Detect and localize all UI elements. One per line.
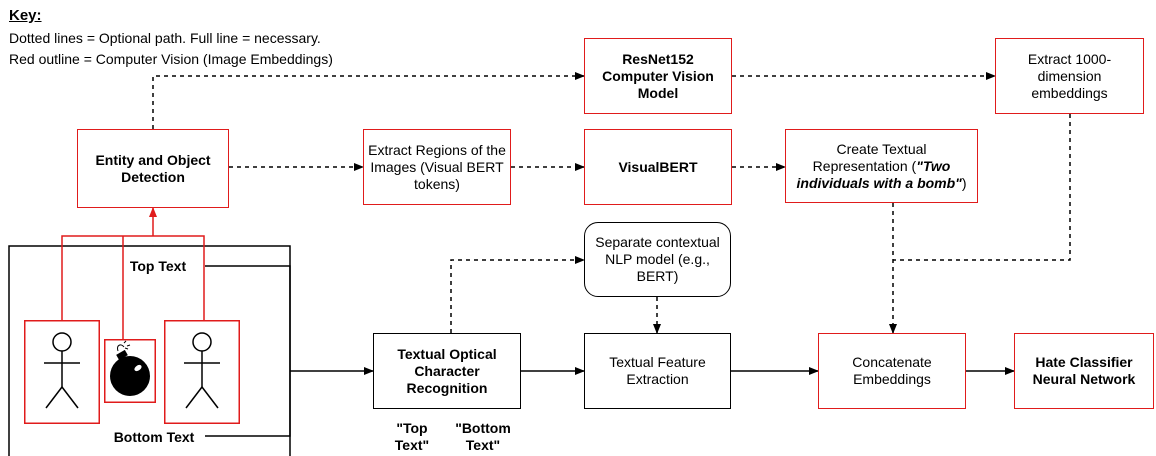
nlp-model-label: Separate contextual NLP model (e.g., BER… bbox=[595, 234, 720, 284]
feature-extraction-node: Textual Feature Extraction bbox=[584, 333, 731, 409]
dotted-connectors bbox=[152, 72, 1071, 334]
concatenate-label: Concatenate Embeddings bbox=[852, 354, 932, 387]
textual-representation-label: Create Textual Representation ("Two indi… bbox=[796, 140, 967, 191]
bomb-icon bbox=[104, 339, 156, 403]
visualbert-label: VisualBERT bbox=[618, 158, 698, 175]
entity-detection-node: Entity and Object Detection bbox=[77, 129, 229, 208]
solid-connectors bbox=[205, 265, 1015, 437]
hate-classifier-label: Hate Classifier Neural Network bbox=[1032, 354, 1136, 387]
feature-extraction-label: Textual Feature Extraction bbox=[609, 354, 706, 387]
textual-representation-node: Create Textual Representation ("Two indi… bbox=[785, 129, 978, 203]
resnet-node: ResNet152 Computer Vision Model bbox=[584, 38, 732, 114]
key-line-dotted: Dotted lines = Optional path. Full line … bbox=[9, 30, 321, 46]
hate-classifier-node: Hate Classifier Neural Network bbox=[1014, 333, 1154, 409]
detection-links bbox=[61, 207, 205, 339]
ocr-node: Textual Optical Character Recognition bbox=[373, 333, 521, 409]
key-line-red: Red outline = Computer Vision (Image Emb… bbox=[9, 51, 333, 67]
concatenate-node: Concatenate Embeddings bbox=[818, 333, 966, 409]
resnet-label: ResNet152 Computer Vision Model bbox=[602, 50, 714, 101]
textual-representation-quote: "Two individuals with a bomb" bbox=[796, 157, 962, 191]
ocr-label: Textual Optical Character Recognition bbox=[397, 345, 497, 396]
key-title: Key: bbox=[9, 7, 42, 24]
ocr-output-top: "Top Text" bbox=[394, 420, 430, 453]
extract-embeddings-label: Extract 1000-dimension embeddings bbox=[1027, 50, 1112, 101]
extract-embeddings-node: Extract 1000-dimension embeddings bbox=[995, 38, 1144, 114]
stick-figure-icon bbox=[24, 320, 100, 424]
visualbert-node: VisualBERT bbox=[584, 129, 732, 205]
extract-regions-label: Extract Regions of the Images (Visual BE… bbox=[368, 141, 506, 192]
meme-top-text: Top Text bbox=[129, 258, 187, 274]
extract-regions-node: Extract Regions of the Images (Visual BE… bbox=[363, 129, 511, 205]
ocr-output-bottom: "Bottom Text" bbox=[455, 420, 511, 453]
stick-figure-icon bbox=[164, 320, 240, 424]
entity-detection-label: Entity and Object Detection bbox=[95, 151, 211, 185]
meme-bottom-text: Bottom Text bbox=[113, 429, 195, 445]
nlp-model-node: Separate contextual NLP model (e.g., BER… bbox=[584, 222, 731, 297]
